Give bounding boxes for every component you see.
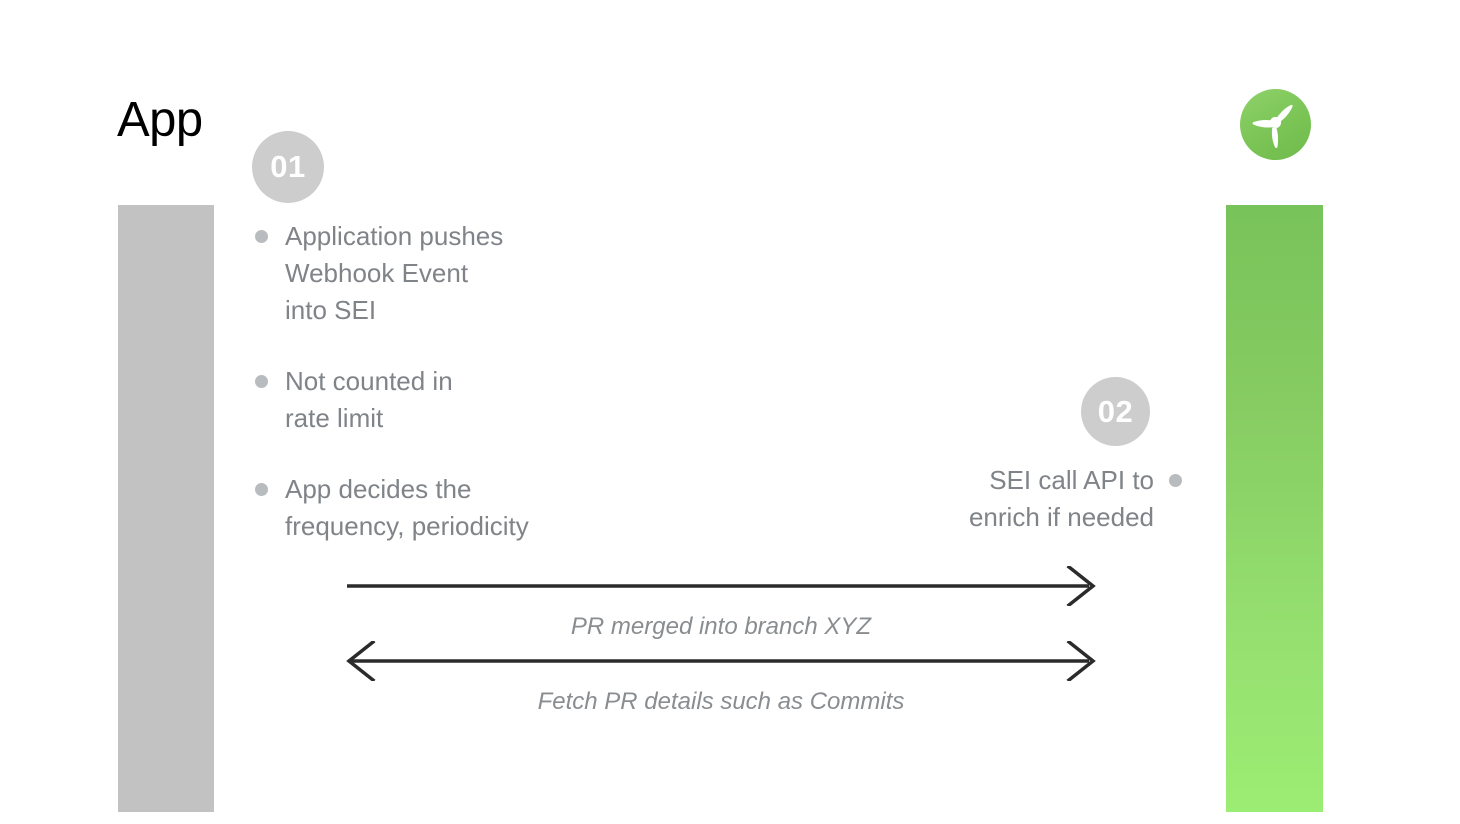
arrow-right-icon bbox=[347, 566, 1096, 606]
left-bullet-list: Application pushes Webhook Event into SE… bbox=[255, 218, 685, 579]
list-item: App decides the frequency, periodicity bbox=[255, 471, 685, 545]
list-item: SEI call API to enrich if needed bbox=[830, 462, 1182, 536]
step-badge-01: 01 bbox=[252, 131, 324, 203]
message-arrow-2: Fetch PR details such as Commits bbox=[345, 641, 1097, 717]
list-item: Not counted in rate limit bbox=[255, 363, 685, 437]
bullet-text: SEI call API to enrich if needed bbox=[968, 465, 1154, 532]
bullet-dot-icon bbox=[1169, 474, 1182, 487]
bullet-text: Not counted in rate limit bbox=[285, 366, 453, 433]
bullet-text: Application pushes Webhook Event into SE… bbox=[285, 221, 504, 325]
bullet-dot-icon bbox=[255, 483, 268, 496]
bullet-dot-icon bbox=[255, 375, 268, 388]
propeller-logo-icon bbox=[1240, 89, 1311, 160]
message-arrow-1: PR merged into branch XYZ bbox=[345, 566, 1097, 642]
list-item: Application pushes Webhook Event into SE… bbox=[255, 218, 685, 329]
arrow-both-icon bbox=[346, 641, 1096, 681]
message-label-2: Fetch PR details such as Commits bbox=[537, 688, 905, 715]
right-bullet-list: SEI call API to enrich if needed bbox=[830, 462, 1182, 536]
right-actor-lifeline bbox=[1226, 205, 1323, 812]
step-badge-02: 02 bbox=[1081, 377, 1150, 446]
bullet-text: App decides the frequency, periodicity bbox=[285, 474, 529, 541]
message-label-1: PR merged into branch XYZ bbox=[570, 613, 872, 640]
left-actor-lifeline bbox=[118, 205, 214, 812]
left-actor-title: App bbox=[117, 93, 203, 147]
bullet-dot-icon bbox=[255, 230, 268, 243]
